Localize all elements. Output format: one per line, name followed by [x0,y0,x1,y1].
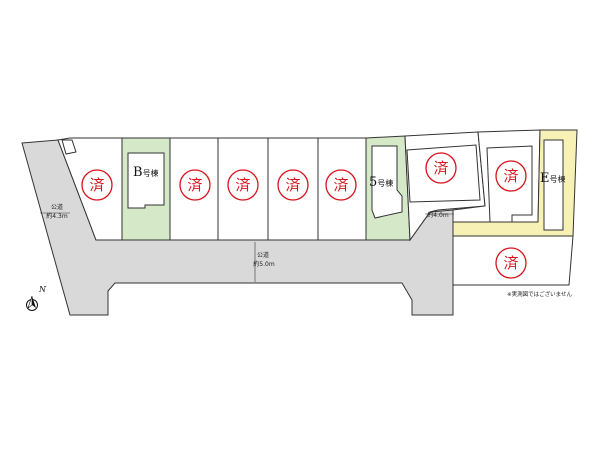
house-b [127,152,165,209]
road-right-width: 約4.0m [427,211,449,219]
house-8 [406,144,481,203]
building-5-letter: 5 [369,175,377,190]
lot-11 [452,235,574,286]
svg-text:済: 済 [285,176,300,194]
sold-stamp: 済 [227,169,259,201]
road-main-label: 公道 [257,251,269,259]
sold-stamp: 済 [277,169,309,201]
building-5-suffix: 号棟 [377,178,393,188]
road-left-label: 公道 [51,203,63,211]
sold-stamp: 済 [81,169,113,201]
north-arrow-icon [26,295,38,311]
building-b-letter: B [133,165,143,180]
svg-text:済: 済 [235,176,250,194]
sold-stamp: 済 [325,169,357,201]
sold-stamp: 済 [495,160,527,192]
outbuilding [61,139,77,155]
road-main-width: 約5.0m [253,260,275,268]
sold-stamp: 済 [495,247,527,279]
building-e-suffix: 号棟 [550,174,566,184]
svg-text:済: 済 [333,176,348,194]
lot-4 [217,137,269,241]
sold-stamp: 済 [425,152,457,184]
building-label-b: B号棟 [133,165,159,180]
compass-letter: N [38,285,47,294]
building-label-e: E号棟 [540,171,566,186]
svg-text:済: 済 [187,176,202,194]
disclaimer-note: ※実測図ではございません [507,290,572,298]
house-e [543,139,564,231]
svg-text:済: 済 [433,159,448,177]
lot-5 [267,137,319,241]
svg-text:済: 済 [503,254,518,272]
house-5 [371,145,403,219]
building-e-letter: E [540,171,550,186]
sold-stamp: 済 [179,169,211,201]
building-label-5: 5号棟 [369,175,393,190]
svg-text:済: 済 [503,167,518,185]
svg-text:済: 済 [89,176,104,194]
building-b-suffix: 号棟 [143,168,159,178]
road-left-width: 約4.3m [46,212,68,220]
